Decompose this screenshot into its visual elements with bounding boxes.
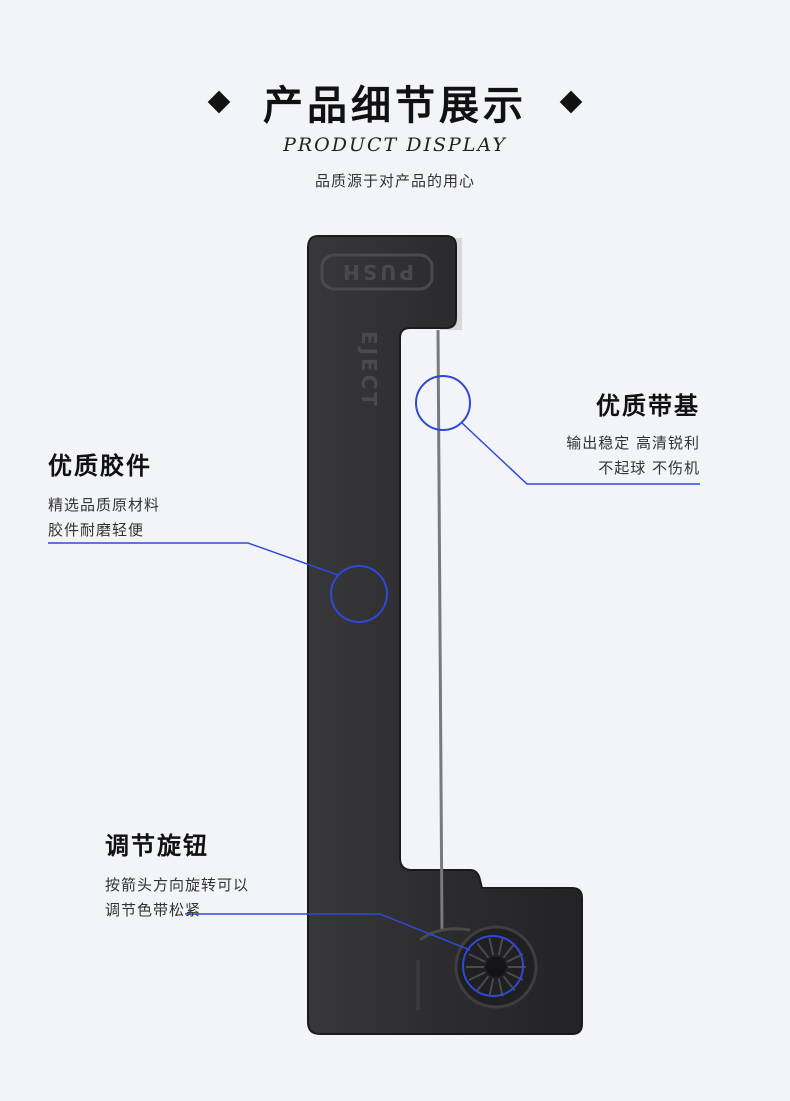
callout-knob: 调节旋钮 按箭头方向旋转可以 调节色带松紧 — [105, 826, 365, 923]
page-subtitle-en: PRODUCT DISPLAY — [283, 134, 507, 156]
knob-rib — [488, 937, 495, 956]
knob-rib — [476, 975, 490, 992]
page-title: 产品细节展示 — [263, 83, 527, 129]
callout-knob-title: 调节旋钮 — [105, 832, 209, 860]
knob-rib — [497, 937, 504, 956]
callout-ribbon-title: 优质带基 — [596, 392, 700, 420]
callout-knob-line-2: 调节色带松紧 — [105, 901, 202, 919]
knob-rib — [502, 942, 516, 959]
callout-ribbon: 优质带基 输出稳定 高清锐利 不起球 不伤机 — [480, 386, 700, 481]
callout-ribbon-line-1: 输出稳定 高清锐利 — [566, 434, 700, 452]
callout-body: 优质胶件 精选品质原材料 胶件耐磨轻便 — [48, 446, 268, 543]
knob-ribs — [466, 937, 526, 997]
rotation-arrow-icon — [419, 927, 471, 942]
knob-rib — [488, 978, 495, 997]
knob-rib — [476, 942, 490, 959]
knob-rib — [468, 953, 486, 963]
callout-circle-knob — [462, 935, 524, 997]
page-header: 产品细节展示 — [0, 72, 790, 132]
callout-line-ribbon — [461, 422, 700, 485]
callout-ribbon-line-2: 不起球 不伤机 — [598, 459, 700, 477]
push-label: PUSH — [339, 260, 415, 284]
callout-circle-ribbon — [415, 375, 471, 431]
knob-rib — [497, 978, 504, 997]
callout-body-title: 优质胶件 — [48, 452, 152, 480]
callout-body-line-1: 精选品质原材料 — [48, 496, 161, 514]
callout-knob-line-1: 按箭头方向旋转可以 — [105, 876, 250, 894]
page-subtitle-cn: 品质源于对产品的用心 — [314, 172, 475, 190]
callout-line-body — [48, 542, 339, 576]
knob-rib — [468, 971, 486, 981]
cartridge-body — [307, 235, 583, 1035]
ribbon-strip — [436, 329, 444, 931]
push-label-frame — [320, 253, 434, 291]
callout-line-knob — [185, 913, 471, 951]
knob-center — [486, 957, 506, 977]
callout-body-line-2: 胶件耐磨轻便 — [48, 521, 145, 539]
eject-label: EJECT — [357, 330, 381, 410]
callout-circle-body — [330, 565, 388, 623]
